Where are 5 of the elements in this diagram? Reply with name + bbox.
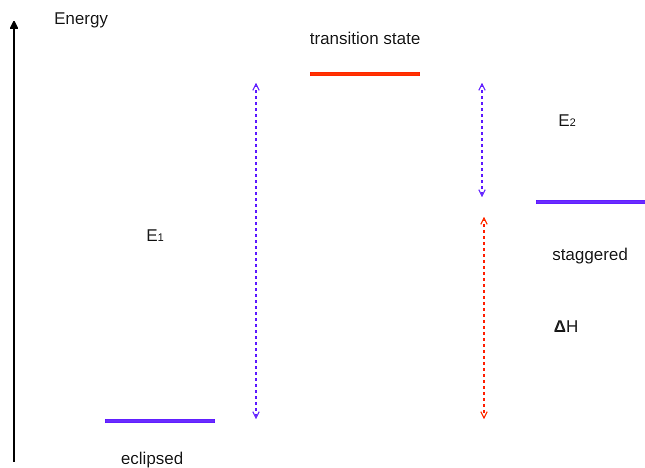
- level-label: staggered: [552, 245, 628, 265]
- level-label: transition state: [310, 29, 420, 49]
- level-label: eclipsed: [120, 449, 184, 468]
- axis-label: Energy: [54, 9, 108, 29]
- energy-difference-label: ΔH: [554, 317, 578, 337]
